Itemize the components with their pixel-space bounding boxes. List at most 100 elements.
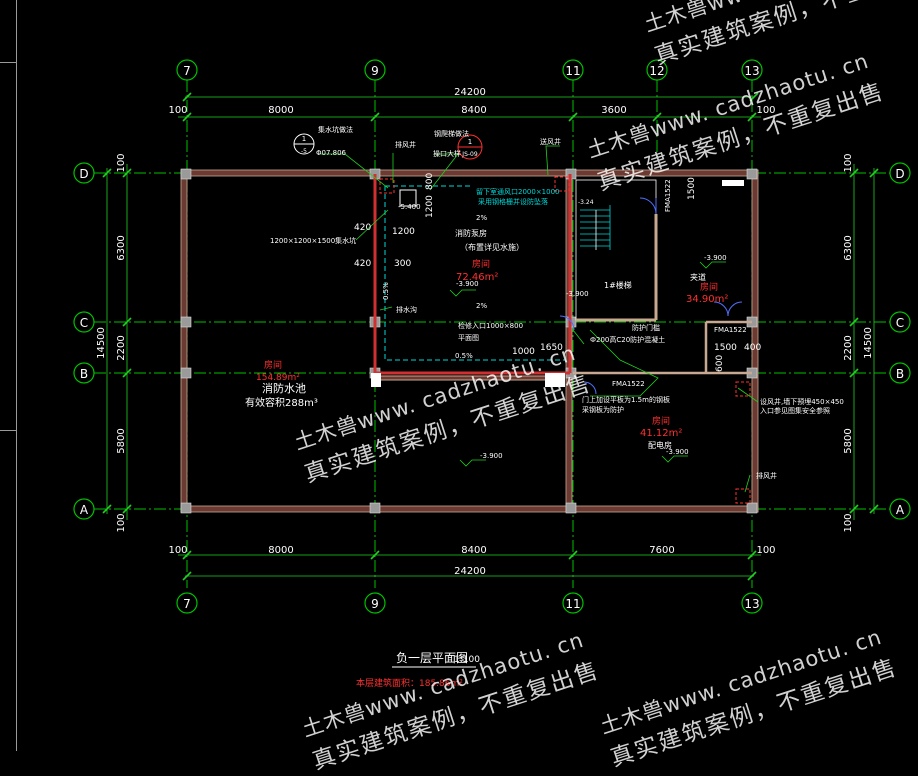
dim-left-part: 100 <box>116 513 127 532</box>
dim-1200: 1200 <box>392 227 415 237</box>
slope-mark-1: 2% <box>476 214 487 222</box>
room-r1-label: 房间 <box>700 281 718 293</box>
level-mark-2: -3.900 <box>704 254 727 262</box>
pool-room-label: 房间 <box>264 359 282 371</box>
dim-top-part: 100 <box>756 105 775 116</box>
dim-1200-b: 1200 <box>425 195 435 218</box>
inner-wall-lines <box>371 373 565 387</box>
dim-bottom-part: 100 <box>168 545 187 556</box>
pump-room-title: 消防泵房 <box>455 228 487 238</box>
dim-bottom-part: 8000 <box>268 545 293 556</box>
drain-lines <box>384 185 566 361</box>
note-access: 检修入口1000×800 <box>458 321 523 330</box>
dim-right-part: 6300 <box>843 235 854 260</box>
note-sill: 防护门槛 <box>632 323 660 332</box>
note-supply-shaft: 送风井 <box>540 137 561 146</box>
dim-left-part: 100 <box>116 153 127 172</box>
axis-label-bottom-9: 9 <box>371 597 379 611</box>
drawing-title: 负一层平面图 <box>396 651 468 665</box>
axis-label-top-11: 11 <box>565 64 580 78</box>
callout-2-bottom: JS-09 <box>461 151 478 158</box>
level-mark-4: -3.900 <box>666 448 689 456</box>
note-hatch: 操口大样 <box>433 149 461 158</box>
stair-label: 1#楼梯 <box>604 280 632 290</box>
stair-level: -3.24 <box>578 199 594 206</box>
toolbar-divider <box>0 62 16 63</box>
pool-room-area: 154.89m² <box>256 373 300 383</box>
axis-bubbles <box>73 59 911 614</box>
note-plan: 平面图 <box>458 334 479 342</box>
pool-room-capacity: 有效容积288m³ <box>245 396 318 409</box>
note-ladder: 钢爬梯做法 <box>434 129 469 138</box>
dim-right-part: 2200 <box>843 335 854 360</box>
dimension-lines <box>102 92 879 581</box>
dim-600: 600 <box>715 355 725 372</box>
callout-1-bottom: -5 <box>301 148 307 155</box>
dim-1500: 1500 <box>714 343 737 353</box>
shaft-markers <box>379 176 751 504</box>
axis-label-right-A: A <box>896 503 905 517</box>
room-r2-area: 41.12m² <box>640 428 682 439</box>
room-r1-area: 34.90m² <box>686 294 728 305</box>
axis-label-right-C: C <box>896 316 904 330</box>
dim-420-a: 420 <box>354 223 371 233</box>
axis-label-top-12: 12 <box>649 64 664 78</box>
drawing-scale: 1:100 <box>454 655 480 665</box>
dim-left-part: 5800 <box>116 428 127 453</box>
slope-mark-2: 2% <box>476 302 487 310</box>
axis-label-left-C: C <box>80 316 88 330</box>
slope-mark-3: 0.5% <box>455 352 473 360</box>
dim-right-total: 14500 <box>863 327 874 359</box>
dim-right-part: 5800 <box>843 428 854 453</box>
dim-420-b: 420 <box>354 259 371 269</box>
room-r2-label: 房间 <box>652 415 670 427</box>
fire-hydrant-box <box>722 180 744 186</box>
axis-label-left-A: A <box>80 503 89 517</box>
note-sump-dia: Φ07.806 <box>316 149 347 157</box>
dim-1650: 1650 <box>540 343 563 353</box>
dim-left-total: 14500 <box>96 327 107 359</box>
dim-bottom-total: 24200 <box>454 566 486 577</box>
level-mark-3: -3.900 <box>480 452 503 460</box>
axis-label-right-D: D <box>895 167 904 181</box>
axis-label-top-13: 13 <box>744 64 759 78</box>
door-tag-1: FMA1522 <box>714 326 747 334</box>
slope-mark-4: 0.5% <box>382 282 390 300</box>
axis-label-top-9: 9 <box>371 64 379 78</box>
note-exhaust-shaft-2: 排风井 <box>756 471 777 480</box>
dim-400: 400 <box>744 343 761 353</box>
detail-callouts <box>293 133 483 160</box>
dim-top-part: 8000 <box>268 105 293 116</box>
dim-bottom-part: 7600 <box>649 545 674 556</box>
axis-label-right-B: B <box>896 367 904 381</box>
leader-lines <box>318 145 759 493</box>
dim-left-part: 2200 <box>116 335 127 360</box>
note-sump-level: -5.400 <box>398 203 421 211</box>
dim-800: 800 <box>425 173 435 190</box>
axis-label-left-D: D <box>79 167 88 181</box>
cad-drawing-canvas[interactable]: 7 9 11 12 13 7 9 11 13 D C B A D C B A <box>0 0 918 751</box>
callout-2-top: 1 <box>468 138 472 146</box>
dim-300: 300 <box>394 259 411 269</box>
note-door-plate: 门上加设平板为1.5m的钢板 <box>582 395 670 404</box>
pump-room-area: 72.46m² <box>456 272 498 283</box>
floor-area-note: 本层建筑面积：185.86m² <box>356 677 463 689</box>
pump-room-note: （布置详见水施） <box>460 242 524 252</box>
pump-room-label: 房间 <box>472 258 490 270</box>
drawing-title-block: 负一层平面图 1:100 本层建筑面积：185.86m² <box>356 651 480 689</box>
axis-label-bottom-11: 11 <box>565 597 580 611</box>
note-concrete: Ф200高C20防护混凝土 <box>590 335 665 344</box>
left-toolbar-strip <box>0 0 17 751</box>
dim-top-part: 8400 <box>461 105 486 116</box>
dim-right-part: 100 <box>843 513 854 532</box>
dim-1000: 1000 <box>512 347 535 357</box>
room-r2-name: 配电房 <box>648 440 672 450</box>
dim-bottom-part: 8400 <box>461 545 486 556</box>
note-vent-opening: 留下室通风口2000×1000 <box>476 187 560 196</box>
door-tag-3: FMA1522 <box>664 179 672 212</box>
dim-top-part: 100 <box>168 105 187 116</box>
toolbar-divider <box>0 430 16 431</box>
door-tag-2: FMA1522 <box>612 380 645 388</box>
level-markers <box>449 261 726 467</box>
note-exhaust-shaft: 排风井 <box>395 140 416 149</box>
